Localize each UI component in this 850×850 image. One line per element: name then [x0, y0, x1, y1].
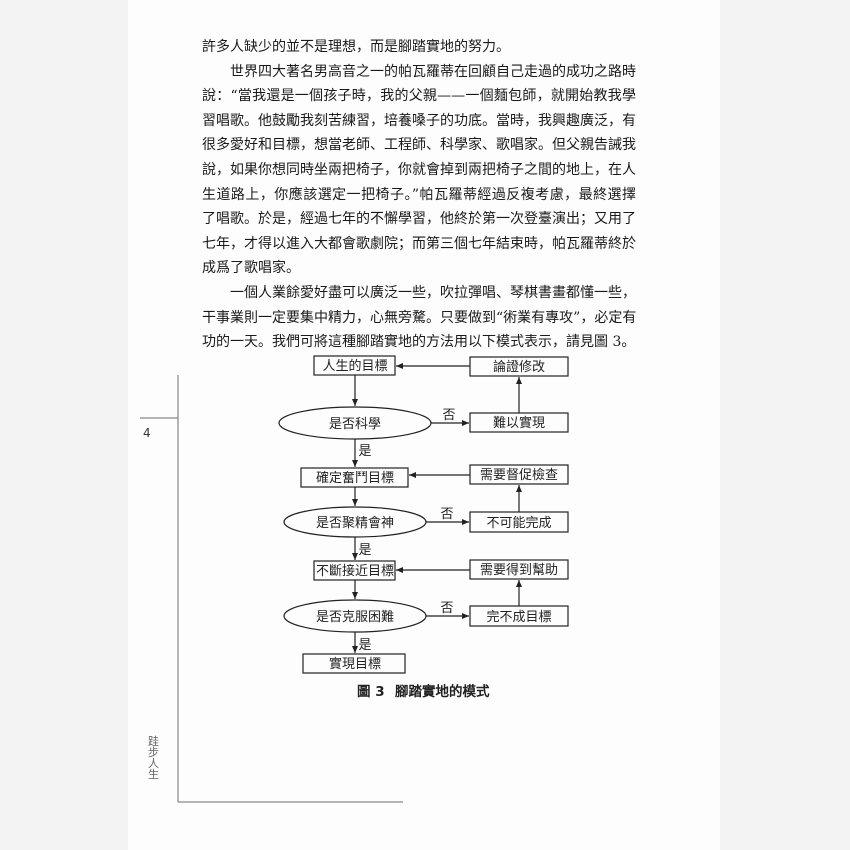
node-label: 人生的目標: [322, 358, 387, 374]
node-label: 難以實現: [493, 415, 545, 431]
text-line: 生道路上，你應該選定一把椅子。”帕瓦羅蒂經過反複考慮，最終選擇: [202, 186, 636, 203]
node-label: 論證修改: [493, 359, 545, 375]
no-label: 否: [440, 507, 453, 522]
node-label: 需要得到幫助: [480, 562, 558, 578]
node-label: 是否聚精會神: [316, 516, 394, 531]
no-label: 否: [440, 601, 453, 616]
yes-label: 是: [358, 638, 371, 653]
text-line: 成爲了歌唱家。: [202, 260, 300, 277]
node-label: 需要督促檢查: [480, 467, 558, 483]
book-page: [128, 0, 720, 850]
text-line: 干事業則一定要集中精力，心無旁騖。只要做到“術業有專攻”，必定有成: [202, 309, 636, 326]
text-line: 七年，才得以進入大都會歌劇院；而第三個七年結束時，帕瓦羅蒂終於: [202, 235, 636, 252]
figure-caption: 腳踏實地的模式: [395, 683, 490, 700]
text-line: 說：“當我還是一個孩子時，我的父親——一個麵包師，就開始教我學: [202, 88, 636, 105]
no-label: 否: [442, 408, 455, 423]
node-label: 完不成目標: [486, 610, 551, 625]
node-label: 是否科學: [329, 417, 381, 432]
text-line: 許多人缺少的並不是理想，而是腳踏實地的努力。: [202, 39, 510, 55]
text-line: 習唱歌。他鼓勵我刻苦練習，培養嗓子的功底。當時，我興趣廣泛，有: [202, 112, 636, 129]
page-number: 4: [143, 426, 151, 440]
yes-label: 是: [358, 444, 371, 459]
node-label: 確定奮鬥目標: [316, 470, 394, 486]
node-label: 是否克服困難: [316, 610, 394, 625]
yes-label: 是: [358, 543, 371, 558]
node-label: 不斷接近目標: [316, 563, 394, 579]
running-head: 跬步人生: [148, 735, 159, 781]
text-line: 說，如果你想同時坐兩把椅子，你就會掉到兩把椅子之間的地上，在人: [202, 161, 636, 178]
box-achieve-goal: [302, 653, 406, 674]
node-label: 實現目標: [329, 656, 381, 672]
body-text: 許多人缺少的並不是理想，而是腳踏實地的努力。世界四大著名男高音之一的帕瓦羅蒂在回…: [202, 35, 636, 355]
text-line: 世界四大著名男高音之一的帕瓦羅蒂在回顧自己走過的成功之路時: [230, 63, 636, 80]
text-line: 一個人業餘愛好盡可以廣泛一些，吹拉彈唱、琴棋書畫都懂一些，但: [230, 284, 636, 301]
text-line: 了唱歌。於是，經過七年的不懈學習，他終於第一次登臺演出；又用了: [202, 211, 636, 228]
text-line: 功的一天。我們可將這種腳踏實地的方法用以下模式表示，請見圖 3。: [202, 334, 636, 351]
text-line: 很多愛好和目標，想當老師、工程師、科學家、歌唱家。但父親告誡我: [202, 137, 636, 154]
node-label: 不可能完成: [486, 516, 551, 531]
figure-number: 圖 3: [357, 684, 385, 700]
